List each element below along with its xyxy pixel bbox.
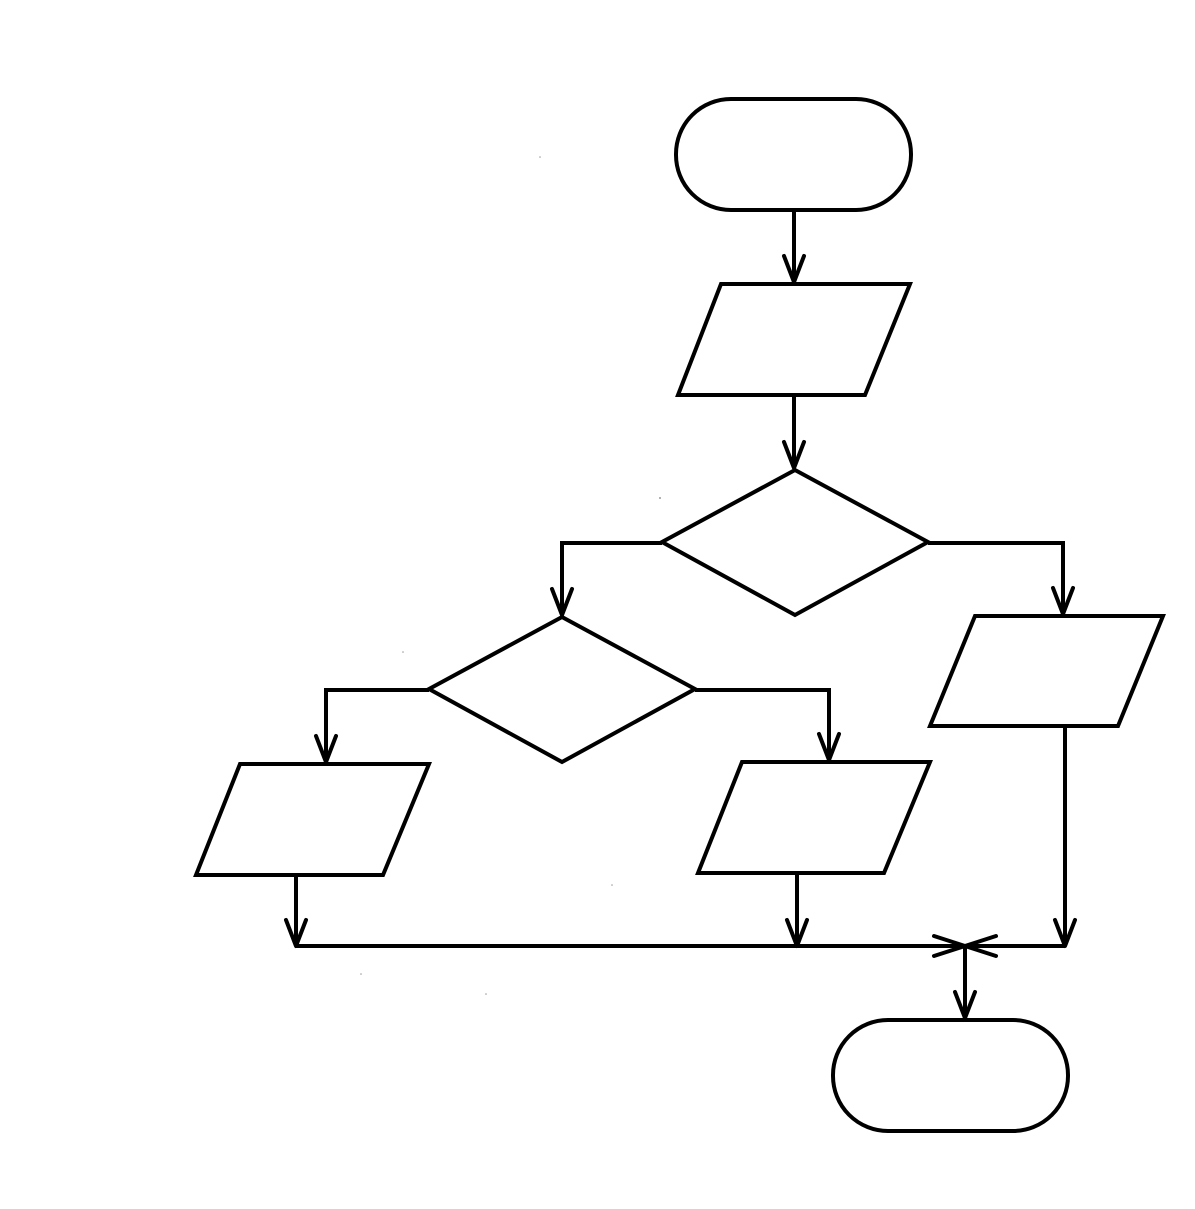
output-parallelogram-right	[927, 614, 1166, 728]
scan-speck	[611, 884, 613, 886]
edge-decision-1-to-output-right	[928, 541, 1065, 614]
arrowhead-output-right	[1051, 586, 1075, 616]
arrowhead-decision-1	[782, 440, 806, 470]
output-parallelogram-left	[193, 762, 432, 877]
input-parallelogram	[675, 282, 913, 397]
arrowhead-output-middle	[817, 732, 841, 762]
edge-decision-2-to-output-middle	[695, 688, 831, 760]
end-terminator	[831, 1018, 1070, 1133]
scan-speck	[360, 973, 362, 975]
arrowhead-end	[953, 990, 977, 1020]
output-parallelogram-middle	[695, 760, 933, 875]
scan-speck	[402, 651, 404, 653]
arrowhead-input	[782, 254, 806, 284]
scan-speck	[485, 993, 487, 995]
scan-speck	[539, 156, 541, 158]
start-terminator	[674, 97, 913, 212]
edge-decision-2-to-output-left	[324, 688, 429, 762]
edge-decision-1-to-decision-2	[560, 541, 662, 615]
arrowhead-decision-2	[550, 587, 574, 617]
arrowhead-output-left	[314, 734, 338, 764]
scan-speck	[659, 497, 661, 499]
decision-diamond-1	[657, 467, 933, 618]
decision-diamond-2	[424, 614, 700, 765]
